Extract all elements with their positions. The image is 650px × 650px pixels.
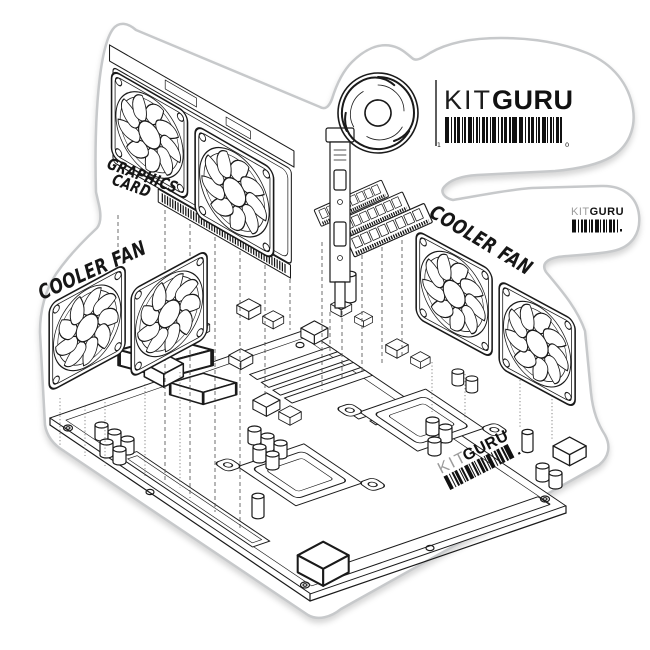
kitguru-swirl-icon — [337, 72, 419, 154]
motherboard: KIT GURU — [49, 270, 587, 602]
dvi-port — [333, 221, 347, 247]
barcode-digit-left: 1 — [437, 141, 441, 149]
mounting-holes — [62, 341, 551, 589]
svg-text:KITGURU: KITGURU — [571, 206, 624, 218]
logo-kit-text: KIT — [444, 85, 492, 115]
mini-badge-kit: KIT — [571, 206, 590, 218]
gpu-io-bracket — [325, 127, 355, 309]
kitguru-logo-badge: KITGURU 1 0 — [337, 72, 574, 154]
graphics-card: GRAPHICS CARD — [104, 44, 355, 309]
barcode-dot — [517, 451, 521, 455]
kitguru-mini-badge: KITGURU — [571, 206, 624, 233]
barcode-digit-right: 0 — [565, 141, 569, 149]
svg-text:KITGURU: KITGURU — [444, 85, 574, 115]
ram-slots — [248, 346, 374, 404]
pcie-slot-long — [119, 451, 271, 548]
mini-badge-guru: GURU — [590, 206, 624, 218]
logo-guru-text: GURU — [492, 85, 574, 115]
dvi-port — [333, 169, 347, 191]
barcode-dot — [620, 229, 622, 232]
